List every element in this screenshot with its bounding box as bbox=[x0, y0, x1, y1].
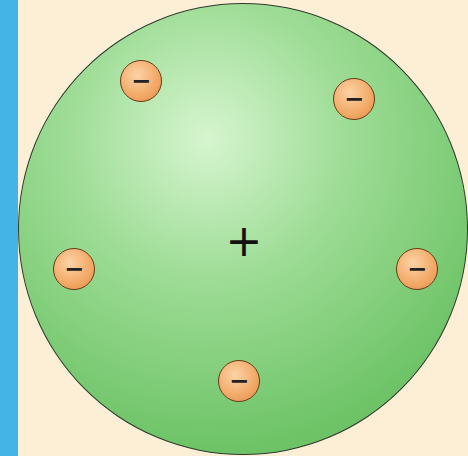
electron-sign: − bbox=[344, 87, 364, 111]
side-strip bbox=[0, 0, 18, 456]
electron: − bbox=[396, 248, 438, 290]
electron: − bbox=[120, 60, 162, 102]
electron-sign: − bbox=[229, 369, 249, 393]
electron-sign: − bbox=[131, 69, 151, 93]
electron-sign: − bbox=[407, 257, 427, 281]
positive-sphere: + − − − − − bbox=[18, 3, 468, 455]
electron-sign: − bbox=[64, 257, 84, 281]
electron: − bbox=[333, 78, 375, 120]
electron: − bbox=[218, 360, 260, 402]
electron: − bbox=[53, 248, 95, 290]
charge-sign: + bbox=[226, 219, 263, 263]
